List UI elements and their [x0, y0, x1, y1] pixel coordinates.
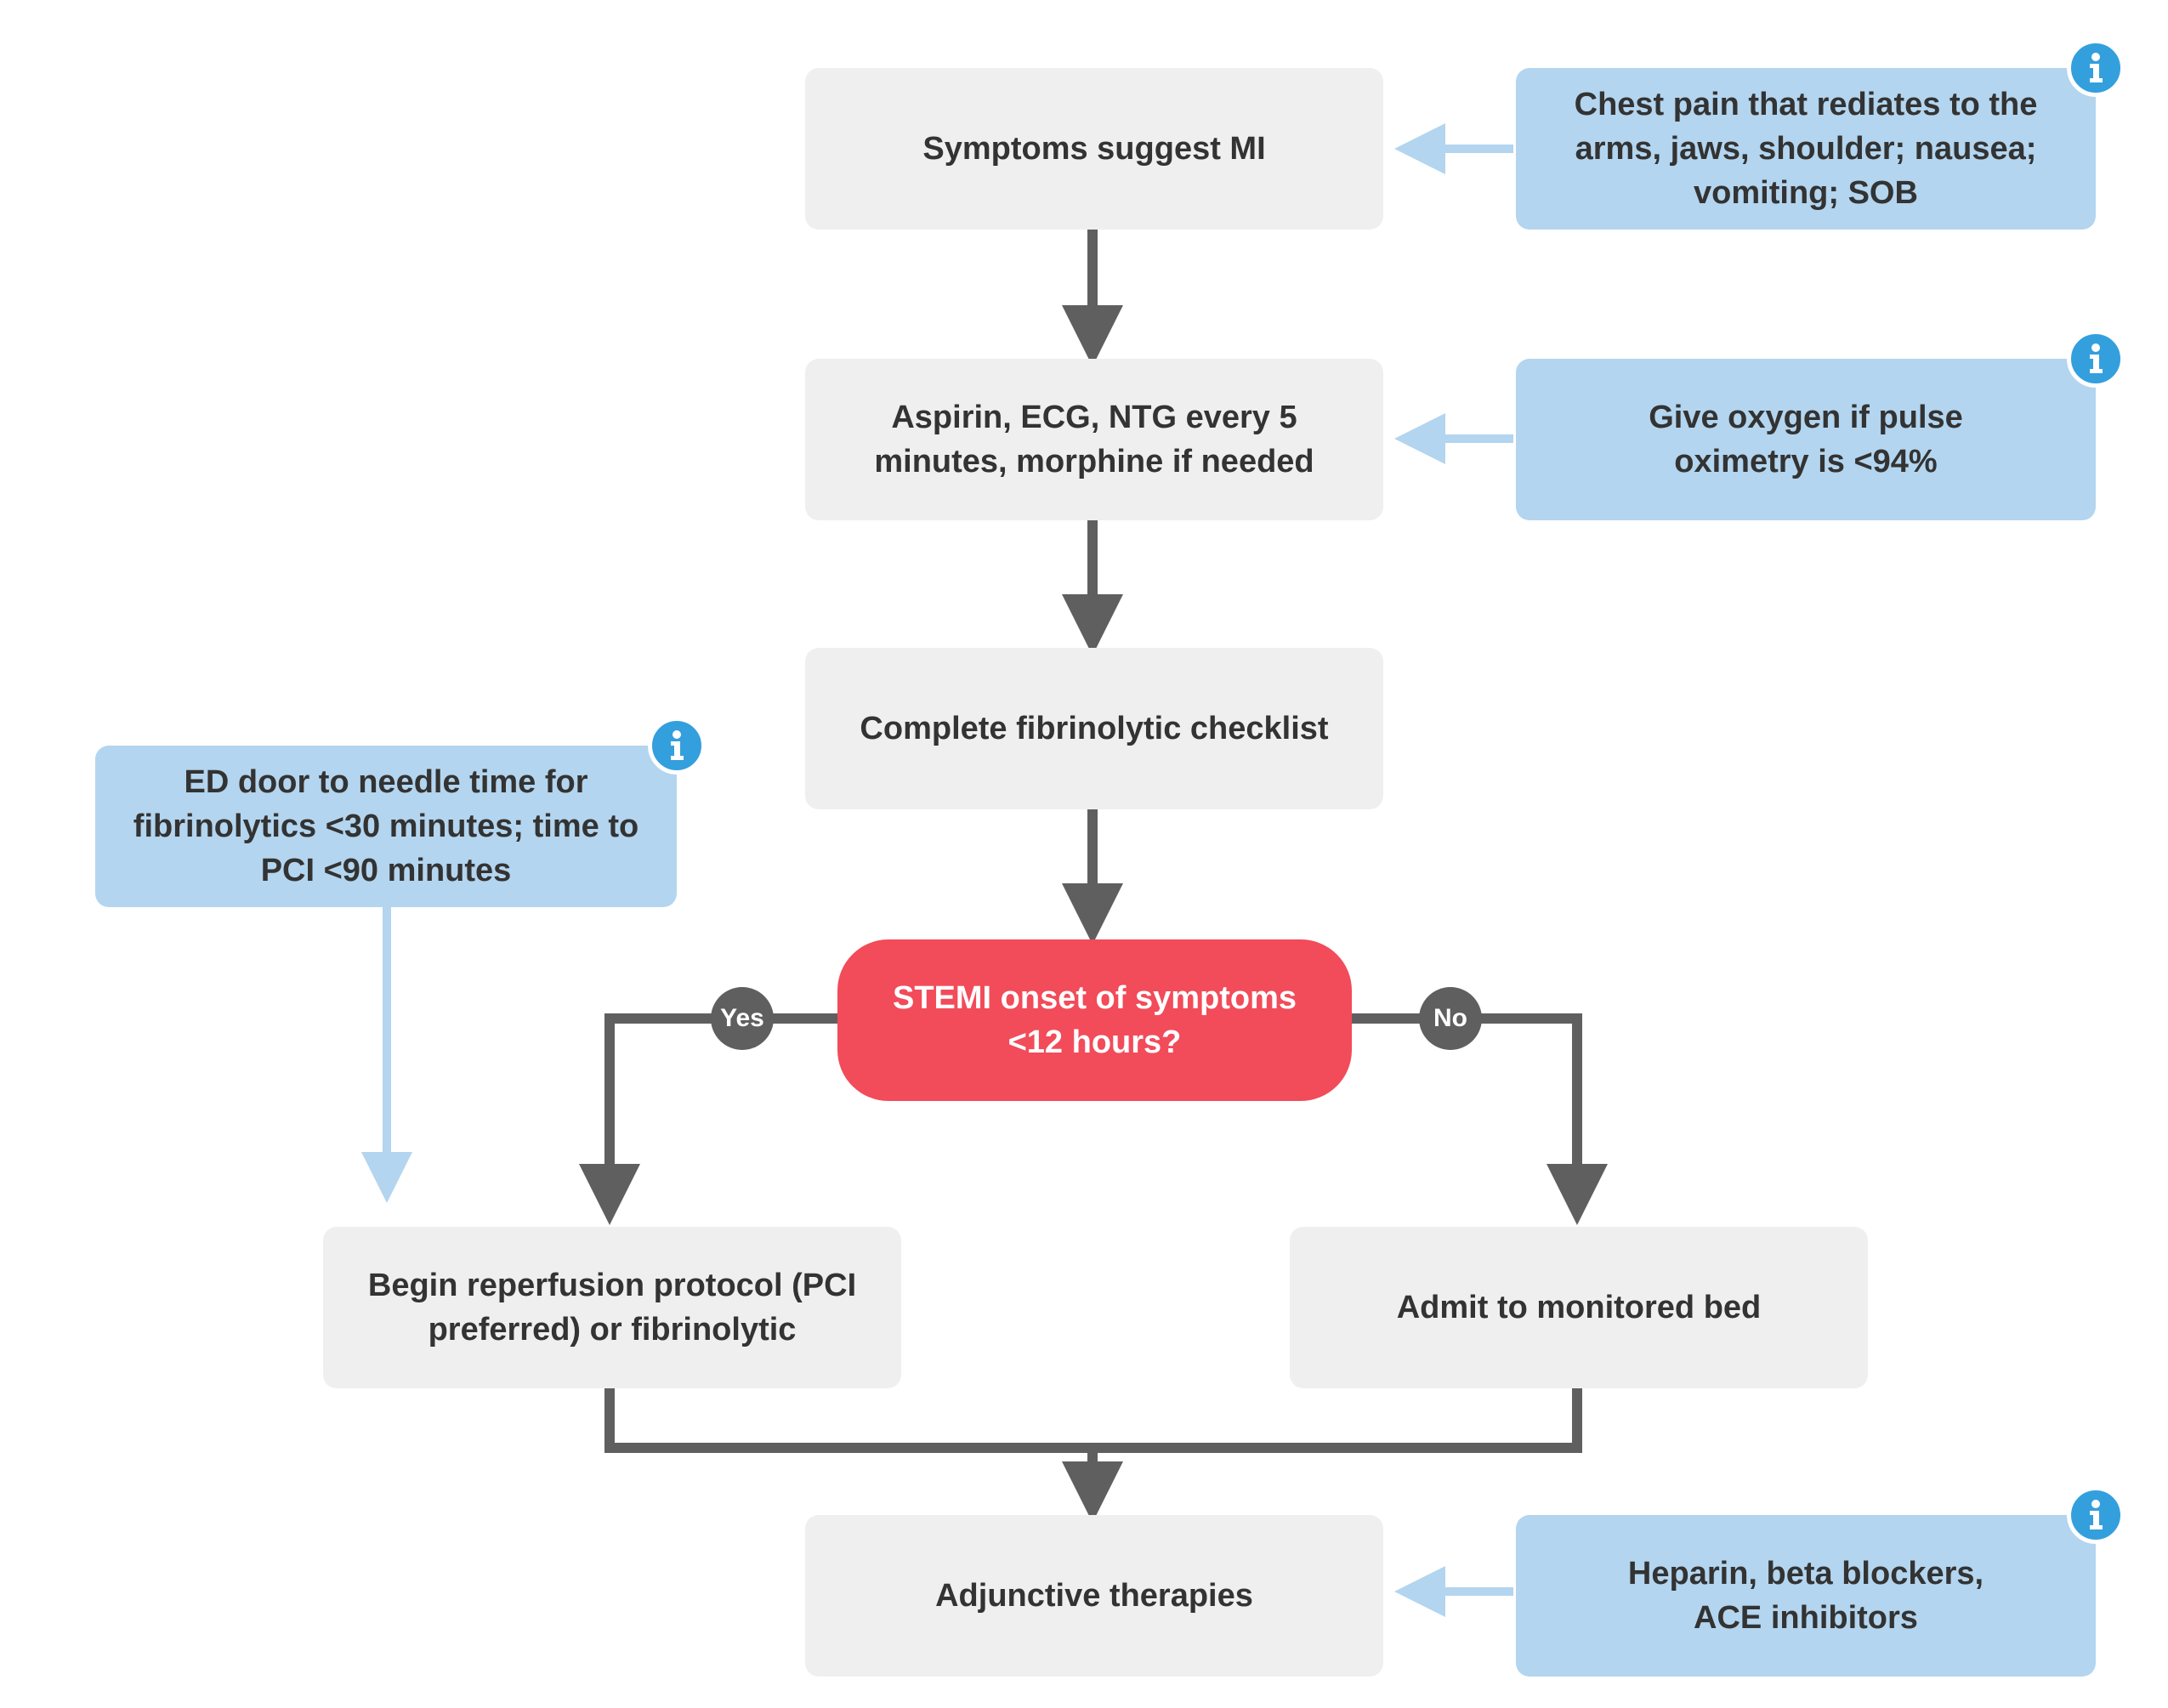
step-admit: Admit to monitored bed [1290, 1227, 1868, 1388]
note-oxygen-text: Give oxygen if pulse oximetry is <94% [1649, 400, 1963, 479]
step-fibrinolytic-checklist-label: Complete fibrinolytic checklist [860, 711, 1329, 746]
info-icon[interactable] [2067, 39, 2125, 97]
info-icon[interactable] [648, 717, 706, 775]
note-timing: ED door to needle time for fibrinolytics… [95, 746, 677, 907]
step-adjunctive-therapies-label: Adjunctive therapies [935, 1578, 1253, 1614]
step-initial-treatment: Aspirin, ECG, NTG every 5 minutes, morph… [805, 359, 1383, 520]
step-symptoms: Symptoms suggest MI [805, 68, 1383, 230]
info-icon[interactable] [2067, 330, 2125, 388]
decision-stemi-onset-label: STEMI onset of symptoms <12 hours? [892, 980, 1297, 1060]
step-symptoms-label: Symptoms suggest MI [922, 131, 1266, 167]
step-fibrinolytic-checklist: Complete fibrinolytic checklist [805, 648, 1383, 809]
note-symptoms-text: Chest pain that rediates to the arms, ja… [1574, 87, 2038, 211]
step-admit-label: Admit to monitored bed [1396, 1290, 1762, 1325]
note-oxygen: Give oxygen if pulse oximetry is <94% [1516, 359, 2096, 520]
yes-branch-badge: Yes [711, 987, 774, 1050]
note-adjunctive: Heparin, beta blockers, ACE inhibitors [1516, 1515, 2096, 1677]
merge-connector [604, 1386, 1582, 1453]
no-branch-badge: No [1419, 987, 1482, 1050]
info-icon[interactable] [2067, 1486, 2125, 1544]
note-adjunctive-text: Heparin, beta blockers, ACE inhibitors [1627, 1556, 1984, 1636]
step-adjunctive-therapies: Adjunctive therapies [805, 1515, 1383, 1677]
step-initial-treatment-label: Aspirin, ECG, NTG every 5 minutes, morph… [874, 400, 1314, 479]
step-reperfusion: Begin reperfusion protocol (PCI preferre… [323, 1227, 901, 1388]
note-symptoms: Chest pain that rediates to the arms, ja… [1516, 68, 2096, 230]
note-timing-text: ED door to needle time for fibrinolytics… [133, 764, 639, 888]
step-reperfusion-label: Begin reperfusion protocol (PCI preferre… [367, 1268, 857, 1348]
decision-stemi-onset: STEMI onset of symptoms <12 hours? [837, 939, 1352, 1101]
arrow-yes-branch [579, 1013, 837, 1225]
